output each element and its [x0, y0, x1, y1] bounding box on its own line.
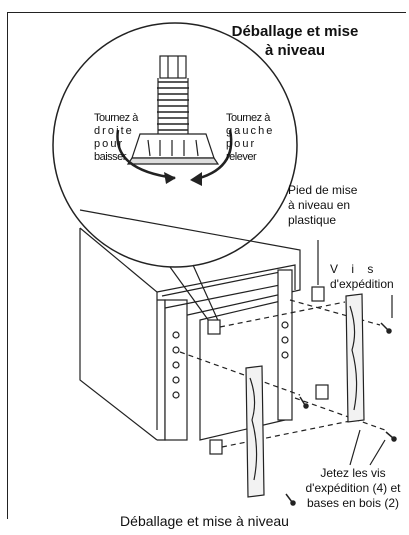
figure-caption: Déballage et mise à niveau: [120, 513, 289, 529]
discard-label: Jetez les vis d'expédition (4) et bases …: [305, 466, 401, 510]
cabinet-foot-icon: [207, 286, 329, 455]
turn-left-note: Tournez à g a u c h e p o u r relever: [226, 112, 272, 163]
wooden-base: [245, 293, 365, 498]
shipping-screws-label: V i s d'expédition: [330, 262, 394, 291]
turn-right-note: Tournez à d r o i t e p o u r baisser: [94, 112, 138, 163]
title-line-2: à niveau: [264, 42, 326, 59]
diagram-frame: [7, 12, 406, 519]
rotate-left-arrow-icon: [116, 129, 176, 180]
cabinet: [79, 209, 301, 441]
diagram-title: Déballage et mise à niveau: [210, 22, 380, 60]
screw-icon: [285, 322, 397, 506]
leveling-foot-label: Pied de mise à niveau en plastique: [288, 183, 358, 227]
leveling-foot-icon: [126, 55, 220, 165]
title-line-1: Déballage et mise: [231, 23, 359, 40]
